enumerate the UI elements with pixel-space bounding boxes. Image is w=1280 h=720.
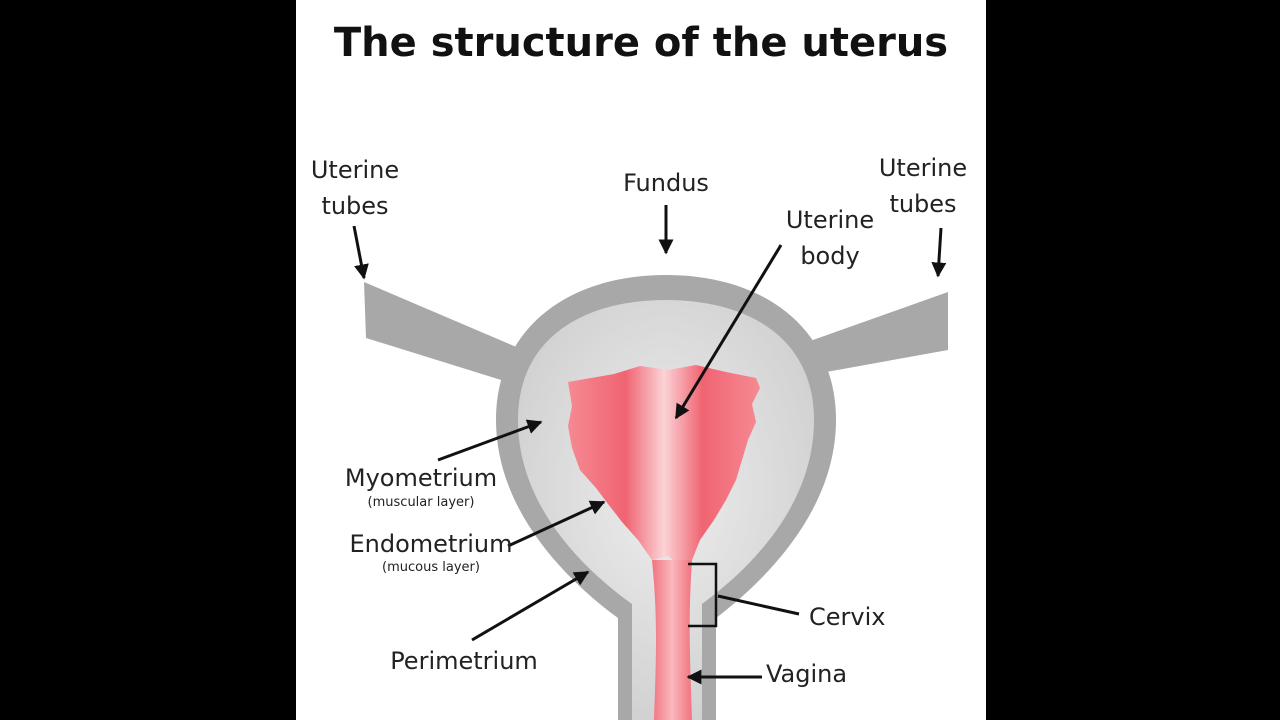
arrow-cervix: [717, 594, 800, 616]
arrow-uterine-tubes-left: [352, 225, 369, 280]
myometrium-note: (muscular layer): [367, 495, 475, 510]
arrow-perimetrium: [471, 570, 590, 642]
uterus-illustration: [352, 205, 948, 720]
right-uterine-tube: [796, 292, 948, 376]
page-title: The structure of the uterus: [333, 20, 949, 66]
arrow-myometrium: [437, 419, 543, 462]
arrow-uterine-body: [674, 244, 783, 420]
uterine-tubes-right-line1: Uterine: [878, 154, 968, 182]
endometrium-label: Endometrium: [349, 530, 513, 558]
uterine-body-line1: Uterine: [785, 206, 875, 234]
arrow-endometrium: [507, 500, 606, 548]
diagram-panel: The structure of the uterus Uterine tube…: [296, 0, 986, 720]
vagina-label: Vagina: [766, 660, 848, 688]
uterine-body-label: Uterine body: [770, 202, 890, 274]
cervix-bracket: [688, 562, 718, 628]
left-uterine-tube: [364, 282, 528, 384]
endometrium-note: (mucous layer): [382, 560, 480, 575]
uterine-tubes-left-label: Uterine tubes: [298, 152, 412, 224]
endometrium-cavity: [568, 365, 760, 566]
arrow-uterine-tubes-right: [931, 227, 947, 278]
uterine-body-line2: body: [800, 242, 860, 270]
fundus-label: Fundus: [623, 169, 709, 197]
uterine-tubes-right-line2: tubes: [889, 190, 957, 218]
cervical-canal: [652, 560, 692, 720]
uterine-tubes-left-line1: Uterine: [310, 156, 400, 184]
uterine-tubes-left-line2: tubes: [321, 192, 389, 220]
cervix-label: Cervix: [809, 603, 886, 631]
perimetrium-label: Perimetrium: [390, 647, 538, 675]
myometrium-label: Myometrium: [344, 464, 498, 492]
uterine-tubes-right-label: Uterine tubes: [866, 150, 980, 222]
